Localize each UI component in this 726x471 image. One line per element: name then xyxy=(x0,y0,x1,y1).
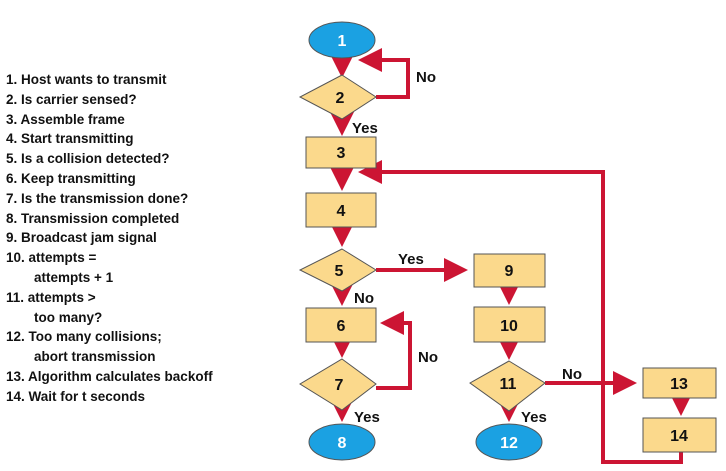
edge-label-5-yes: Yes xyxy=(398,251,424,268)
legend-item: 12. Too many collisions; xyxy=(6,329,162,345)
edge-label-7-no: No xyxy=(418,349,438,366)
process-node-3 xyxy=(305,136,377,169)
legend-item: 5. Is a collision detected? xyxy=(6,151,170,167)
node-labels: 1 2 3 4 5 6 7 8 9 10 11 12 13 14 xyxy=(335,33,688,452)
legend-item: 3. Assemble frame xyxy=(6,111,125,127)
legend-item: 1. Host wants to transmit xyxy=(6,72,167,87)
legend-item: 7. Is the transmission done? xyxy=(6,190,189,206)
legend-item: 14. Wait for t seconds xyxy=(6,388,146,404)
node-label-7: 7 xyxy=(335,377,344,394)
node-label-3: 3 xyxy=(337,145,346,162)
start-node xyxy=(308,21,376,59)
node-label-12: 12 xyxy=(500,435,518,452)
legend-list: 1. Host wants to transmit 2. Is carrier … xyxy=(6,70,306,407)
edge-label-2-no: No xyxy=(416,69,436,86)
arrow-2-no-loop xyxy=(358,48,410,99)
legend-item: 9. Broadcast jam signal xyxy=(6,230,157,246)
decision-node-7 xyxy=(299,358,377,411)
legend-item-continuation: abort transmission xyxy=(34,349,156,365)
edge-labels: No Yes Yes No No Yes No Yes xyxy=(352,69,582,426)
process-node-4 xyxy=(305,192,377,228)
legend-item: 11. attempts > xyxy=(6,289,96,305)
end-node-12 xyxy=(475,423,543,461)
decision-node-11 xyxy=(469,360,546,412)
edge-label-11-no: No xyxy=(562,366,582,383)
node-label-2: 2 xyxy=(336,90,345,107)
legend-item-continuation: attempts + 1 xyxy=(34,269,114,285)
node-label-1: 1 xyxy=(338,33,347,50)
node-label-4: 4 xyxy=(337,203,346,220)
arrow-14-back-to-3 xyxy=(358,160,683,464)
legend-item: 6. Keep transmitting xyxy=(6,170,136,186)
node-label-14: 14 xyxy=(670,428,688,445)
node-label-6: 6 xyxy=(337,318,346,335)
nodes xyxy=(298,21,717,461)
arrow-7-no-loop xyxy=(376,311,412,390)
edge-label-2-yes: Yes xyxy=(352,120,378,137)
node-label-13: 13 xyxy=(670,376,688,393)
node-label-8: 8 xyxy=(338,435,347,452)
process-node-6 xyxy=(305,307,377,343)
process-node-10 xyxy=(473,306,546,343)
node-label-5: 5 xyxy=(335,263,344,280)
node-label-9: 9 xyxy=(505,263,514,280)
legend-item: 10. attempts = xyxy=(6,250,97,266)
process-node-13 xyxy=(642,367,717,399)
legend-item: 13. Algorithm calculates backoff xyxy=(6,368,213,384)
process-node-14 xyxy=(642,417,717,453)
connectors xyxy=(330,48,693,464)
legend-item: 4. Start transmitting xyxy=(6,131,134,147)
decision-node-5 xyxy=(298,248,377,292)
legend-item-continuation: too many? xyxy=(34,309,103,325)
node-label-10: 10 xyxy=(500,318,518,335)
process-node-9 xyxy=(473,253,546,288)
edge-label-7-yes: Yes xyxy=(354,409,380,426)
legend-item: 2. Is carrier sensed? xyxy=(6,91,137,107)
end-node-8 xyxy=(308,423,376,461)
decision-node-2 xyxy=(298,74,377,120)
node-label-11: 11 xyxy=(500,376,517,393)
legend-item: 8. Transmission completed xyxy=(6,210,180,226)
edge-label-5-no: No xyxy=(354,290,374,307)
edge-label-11-yes: Yes xyxy=(521,409,547,426)
